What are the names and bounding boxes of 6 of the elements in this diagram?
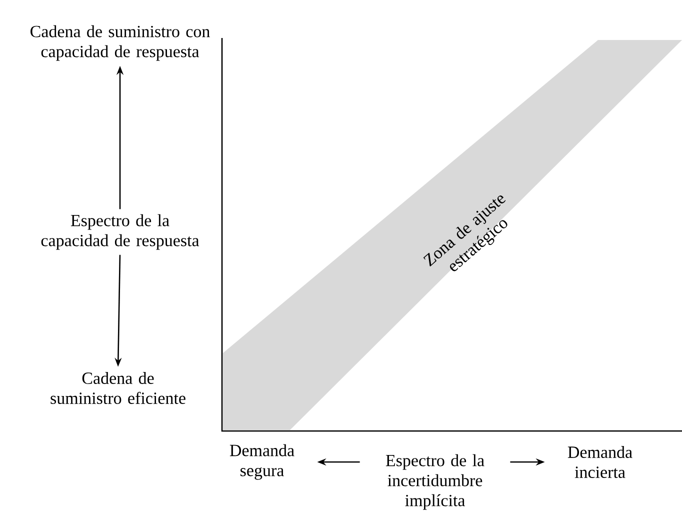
- label-text: Cadena de suministro eficiente: [50, 372, 186, 404]
- label-text: Demanda incierta: [568, 446, 632, 478]
- label-text: Espectro de la capacidad de respuesta: [41, 214, 200, 250]
- label-text: Cadena de suministro con capacidad de respuesta: [30, 25, 210, 61]
- label-text: Demanda segura: [230, 444, 294, 480]
- label-text: Espectro de la incertidumbre implícita: [386, 454, 484, 510]
